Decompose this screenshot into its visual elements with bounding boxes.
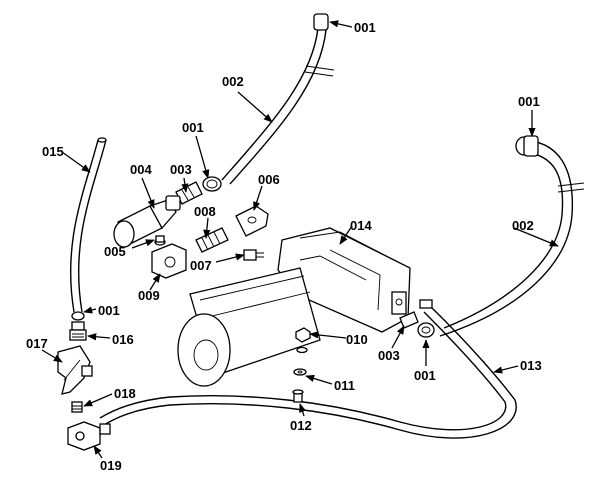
- clamp-001-left: [71, 311, 85, 321]
- callout-001-left: 001: [98, 303, 120, 318]
- callout-001-right: 001: [518, 94, 540, 109]
- pump-assembly-014: [177, 227, 411, 387]
- fitting-019: [67, 421, 111, 451]
- callout-012: 012: [290, 418, 312, 433]
- callout-018: 018: [114, 386, 136, 401]
- callout-019: 019: [100, 458, 122, 473]
- callout-006: 006: [258, 172, 280, 187]
- hose-015: [69, 137, 107, 313]
- callout-001-top: 001: [354, 20, 376, 35]
- callout-002-right: 002: [512, 218, 534, 233]
- leader-lines: [41, 20, 559, 459]
- clamp-001-b: [417, 322, 435, 338]
- callout-016: 016: [112, 332, 134, 347]
- fitting-016: [69, 321, 87, 341]
- clamp-001-top: [313, 13, 329, 31]
- fitting-003-b: [399, 311, 419, 329]
- callout-009: 009: [138, 288, 160, 303]
- fitting-008: [195, 227, 229, 253]
- callout-labels: 001 002 001 003 004 015 006 008 014 005 …: [26, 20, 542, 473]
- valve-004: [113, 195, 181, 248]
- washer-011: [293, 368, 307, 376]
- callout-003-b: 003: [378, 348, 400, 363]
- callout-003-a: 003: [170, 162, 192, 177]
- clamp-001-right: [515, 135, 539, 157]
- block-009: [151, 243, 187, 279]
- callout-005: 005: [104, 244, 126, 259]
- callout-015: 015: [42, 144, 64, 159]
- screw-012: [292, 389, 304, 403]
- callout-014: 014: [350, 218, 372, 233]
- callout-001-a: 001: [182, 120, 204, 135]
- callout-011: 011: [334, 378, 355, 393]
- washer-005: [154, 235, 166, 246]
- bolt-007: [243, 249, 264, 261]
- callout-017: 017: [26, 336, 48, 351]
- hose-002-right: [439, 139, 585, 337]
- fitting-013-end: [419, 299, 433, 309]
- hose-002-top: [221, 27, 335, 185]
- fitting-018: [71, 401, 83, 413]
- valve-017: [57, 345, 93, 395]
- callout-008: 008: [194, 204, 216, 219]
- callout-010: 010: [346, 332, 368, 347]
- fitting-006: [235, 205, 269, 237]
- callout-002-top: 002: [222, 74, 244, 89]
- clamp-001-a: [202, 176, 222, 192]
- callout-007: 007: [190, 258, 212, 273]
- callout-004: 004: [130, 162, 152, 177]
- hose-013: [99, 305, 517, 439]
- callout-001-b: 001: [414, 368, 436, 383]
- callout-013: 013: [520, 358, 542, 373]
